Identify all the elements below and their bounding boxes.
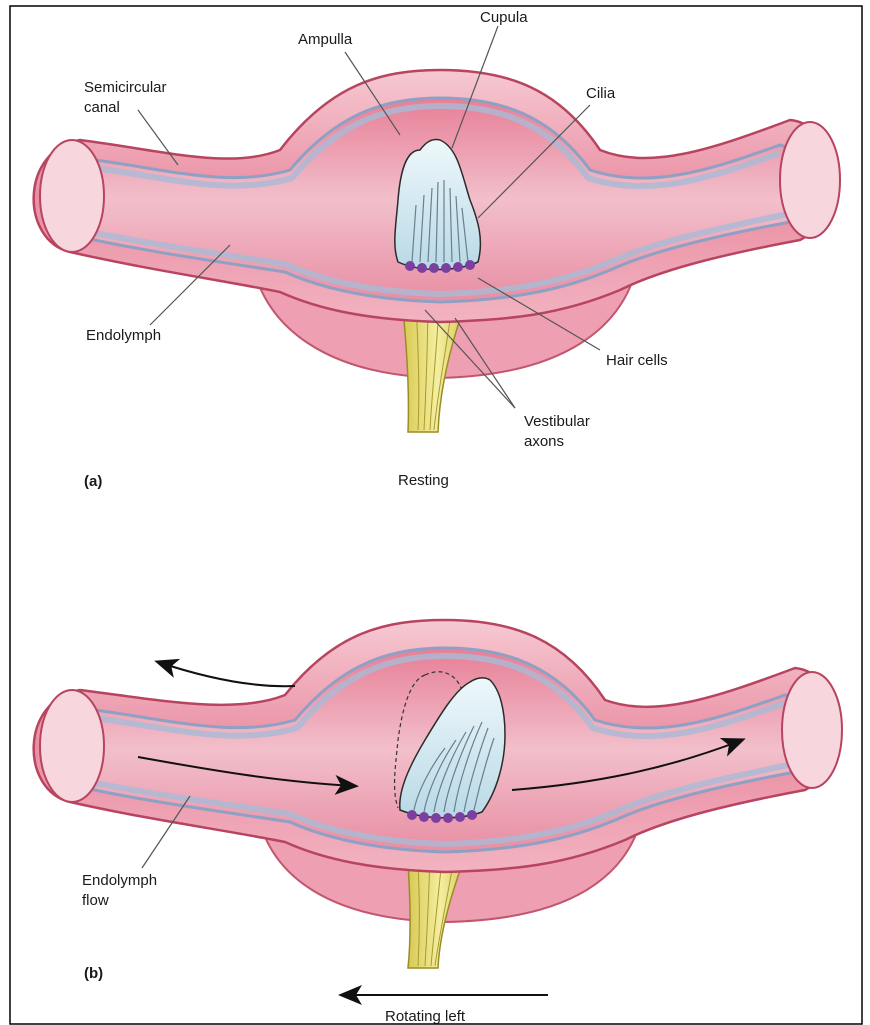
panel-a-tag: (a) bbox=[84, 473, 102, 490]
arrow-canal-movement bbox=[158, 662, 295, 686]
panel-b-caption: Rotating left bbox=[385, 1008, 466, 1025]
label-vestibular-axons-line2: axons bbox=[524, 433, 564, 450]
label-cupula: Cupula bbox=[480, 9, 528, 26]
label-semicircular-canal-line1: Semicircular bbox=[84, 79, 167, 96]
panel-a-caption: Resting bbox=[398, 472, 449, 489]
label-semicircular-canal-line2: canal bbox=[84, 99, 120, 116]
label-endolymph: Endolymph bbox=[86, 327, 161, 344]
label-cilia: Cilia bbox=[586, 85, 616, 102]
panel-b-illustration bbox=[34, 620, 842, 968]
label-ampulla: Ampulla bbox=[298, 31, 353, 48]
canal-end-right-b bbox=[782, 672, 842, 788]
panel-a-illustration bbox=[34, 70, 840, 432]
canal-end-left bbox=[40, 140, 104, 252]
label-endolymph-flow-line1: Endolymph bbox=[82, 872, 157, 889]
panel-b-tag: (b) bbox=[84, 965, 103, 982]
label-vestibular-axons-line1: Vestibular bbox=[524, 413, 590, 430]
canal-end-right bbox=[780, 122, 840, 238]
label-hair-cells: Hair cells bbox=[606, 352, 668, 369]
canal-end-left-b bbox=[40, 690, 104, 802]
label-endolymph-flow-line2: flow bbox=[82, 892, 109, 909]
